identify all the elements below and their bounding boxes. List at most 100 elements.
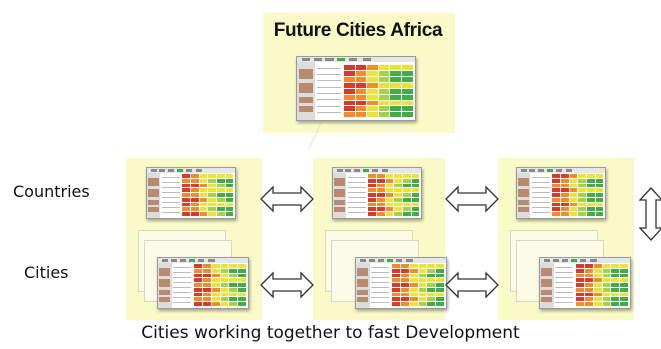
heatmap-cell (436, 273, 445, 278)
heatmap-cell (411, 202, 420, 207)
heatmap-cell (392, 268, 400, 273)
heatmap-cell (225, 193, 234, 197)
heatmap-cell (560, 188, 569, 193)
heatmap-cell (225, 188, 234, 193)
heatmap-cell (238, 283, 247, 287)
diagram-caption: Cities working together to fast Developm… (141, 323, 520, 343)
heatmap-cell (376, 183, 385, 188)
heatmap-cell (202, 264, 211, 268)
heatmap-cell (620, 273, 629, 278)
heatmap-cell (190, 193, 199, 197)
heatmap-cell (355, 112, 367, 118)
heatmap-cell (602, 268, 611, 273)
heatmap-cell (367, 112, 378, 118)
heatmap-cell (190, 188, 199, 193)
heatmap-cell (584, 264, 593, 268)
heatmap-cell (418, 302, 427, 306)
heatmap-cell (400, 283, 409, 287)
heatmap-cell (392, 297, 400, 302)
heatmap-cell (367, 94, 378, 100)
heatmap-cell (385, 193, 394, 197)
thumbnail-sidebar (297, 62, 315, 120)
heatmap-cell (427, 268, 436, 273)
heatmap-cell (409, 273, 418, 278)
heatmap-cell (402, 94, 413, 100)
thumbnail-sidebar (356, 263, 370, 308)
thumbnail-nav-bar (158, 258, 248, 263)
heatmap-cell (611, 302, 620, 306)
heatmap-cell (569, 212, 578, 216)
heatmap-cell (190, 207, 199, 212)
heatmap-cell (578, 178, 586, 183)
heatmap-cell (378, 82, 390, 88)
heatmap-cell (427, 264, 436, 268)
heatmap-cell (586, 188, 595, 193)
heatmap-cell (400, 287, 409, 292)
heatmap-cell (390, 106, 402, 112)
heatmap-cell (611, 287, 620, 292)
heatmap-cell (216, 207, 225, 212)
heatmap-cell (220, 268, 229, 273)
heatmap-cell (436, 264, 445, 268)
heatmap-cell (436, 283, 445, 287)
thumbnail-sidebar (147, 173, 161, 218)
heatmap-cell (182, 174, 190, 178)
heatmap-cell (190, 212, 199, 216)
heatmap-cell (368, 202, 376, 207)
heatmap-cell (578, 202, 586, 207)
heatmap-cell (602, 287, 611, 292)
heatmap-cell (202, 287, 211, 292)
heatmap-cell (376, 174, 385, 178)
heatmap-cell (578, 197, 586, 202)
heatmap-cell (216, 174, 225, 178)
heatmap-cell (238, 302, 247, 306)
heatmap-cell (394, 178, 402, 183)
heatmap-cell (593, 297, 602, 302)
heatmap-cell (378, 94, 390, 100)
heatmap-cell (211, 292, 220, 297)
heatmap-cell (368, 188, 376, 193)
heatmap-cell (220, 273, 229, 278)
heatmap-cell (355, 76, 367, 82)
heatmap-cell (199, 207, 208, 212)
heatmap-cell (390, 76, 402, 82)
heatmap-cell (385, 178, 394, 183)
heatmap-cell (602, 297, 611, 302)
heatmap-cell (586, 183, 595, 188)
heatmap-cell (595, 178, 604, 183)
heatmap-cell (355, 64, 367, 70)
heatmap-cell (595, 183, 604, 188)
thumbnail-nav-bar (540, 258, 630, 263)
heatmap-cell (402, 88, 413, 94)
heatmap-cell (394, 193, 402, 197)
heatmap-cell (418, 264, 427, 268)
heatmap-cell (552, 212, 560, 216)
double-headed-arrow-icon (259, 184, 315, 214)
heatmap-cell (611, 292, 620, 297)
heatmap-cell (355, 88, 367, 94)
heatmap-cell (344, 82, 355, 88)
heatmap-cell (390, 94, 402, 100)
heatmap-cell (411, 178, 420, 183)
heatmap-cell (595, 212, 604, 216)
heatmap-cell (385, 197, 394, 202)
double-headed-arrow-icon (444, 184, 500, 214)
heatmap-cell (427, 287, 436, 292)
heatmap-cell (220, 283, 229, 287)
heatmap-cell (400, 264, 409, 268)
heatmap-cell (418, 292, 427, 297)
heatmap-cell (392, 287, 400, 292)
heatmap-cell (409, 292, 418, 297)
heatmap-cell (560, 197, 569, 202)
heatmap-cell (376, 212, 385, 216)
heatmap-cell (584, 278, 593, 283)
heatmap-cell (576, 273, 584, 278)
heatmap-cell (376, 193, 385, 197)
heatmap-cell (229, 283, 238, 287)
heatmap-cell (602, 278, 611, 283)
heatmap-cell (400, 278, 409, 283)
heatmap-cell (409, 268, 418, 273)
thumbnail-nav-bar (147, 168, 235, 173)
heatmap-cell (211, 297, 220, 302)
heatmap-cell (202, 278, 211, 283)
